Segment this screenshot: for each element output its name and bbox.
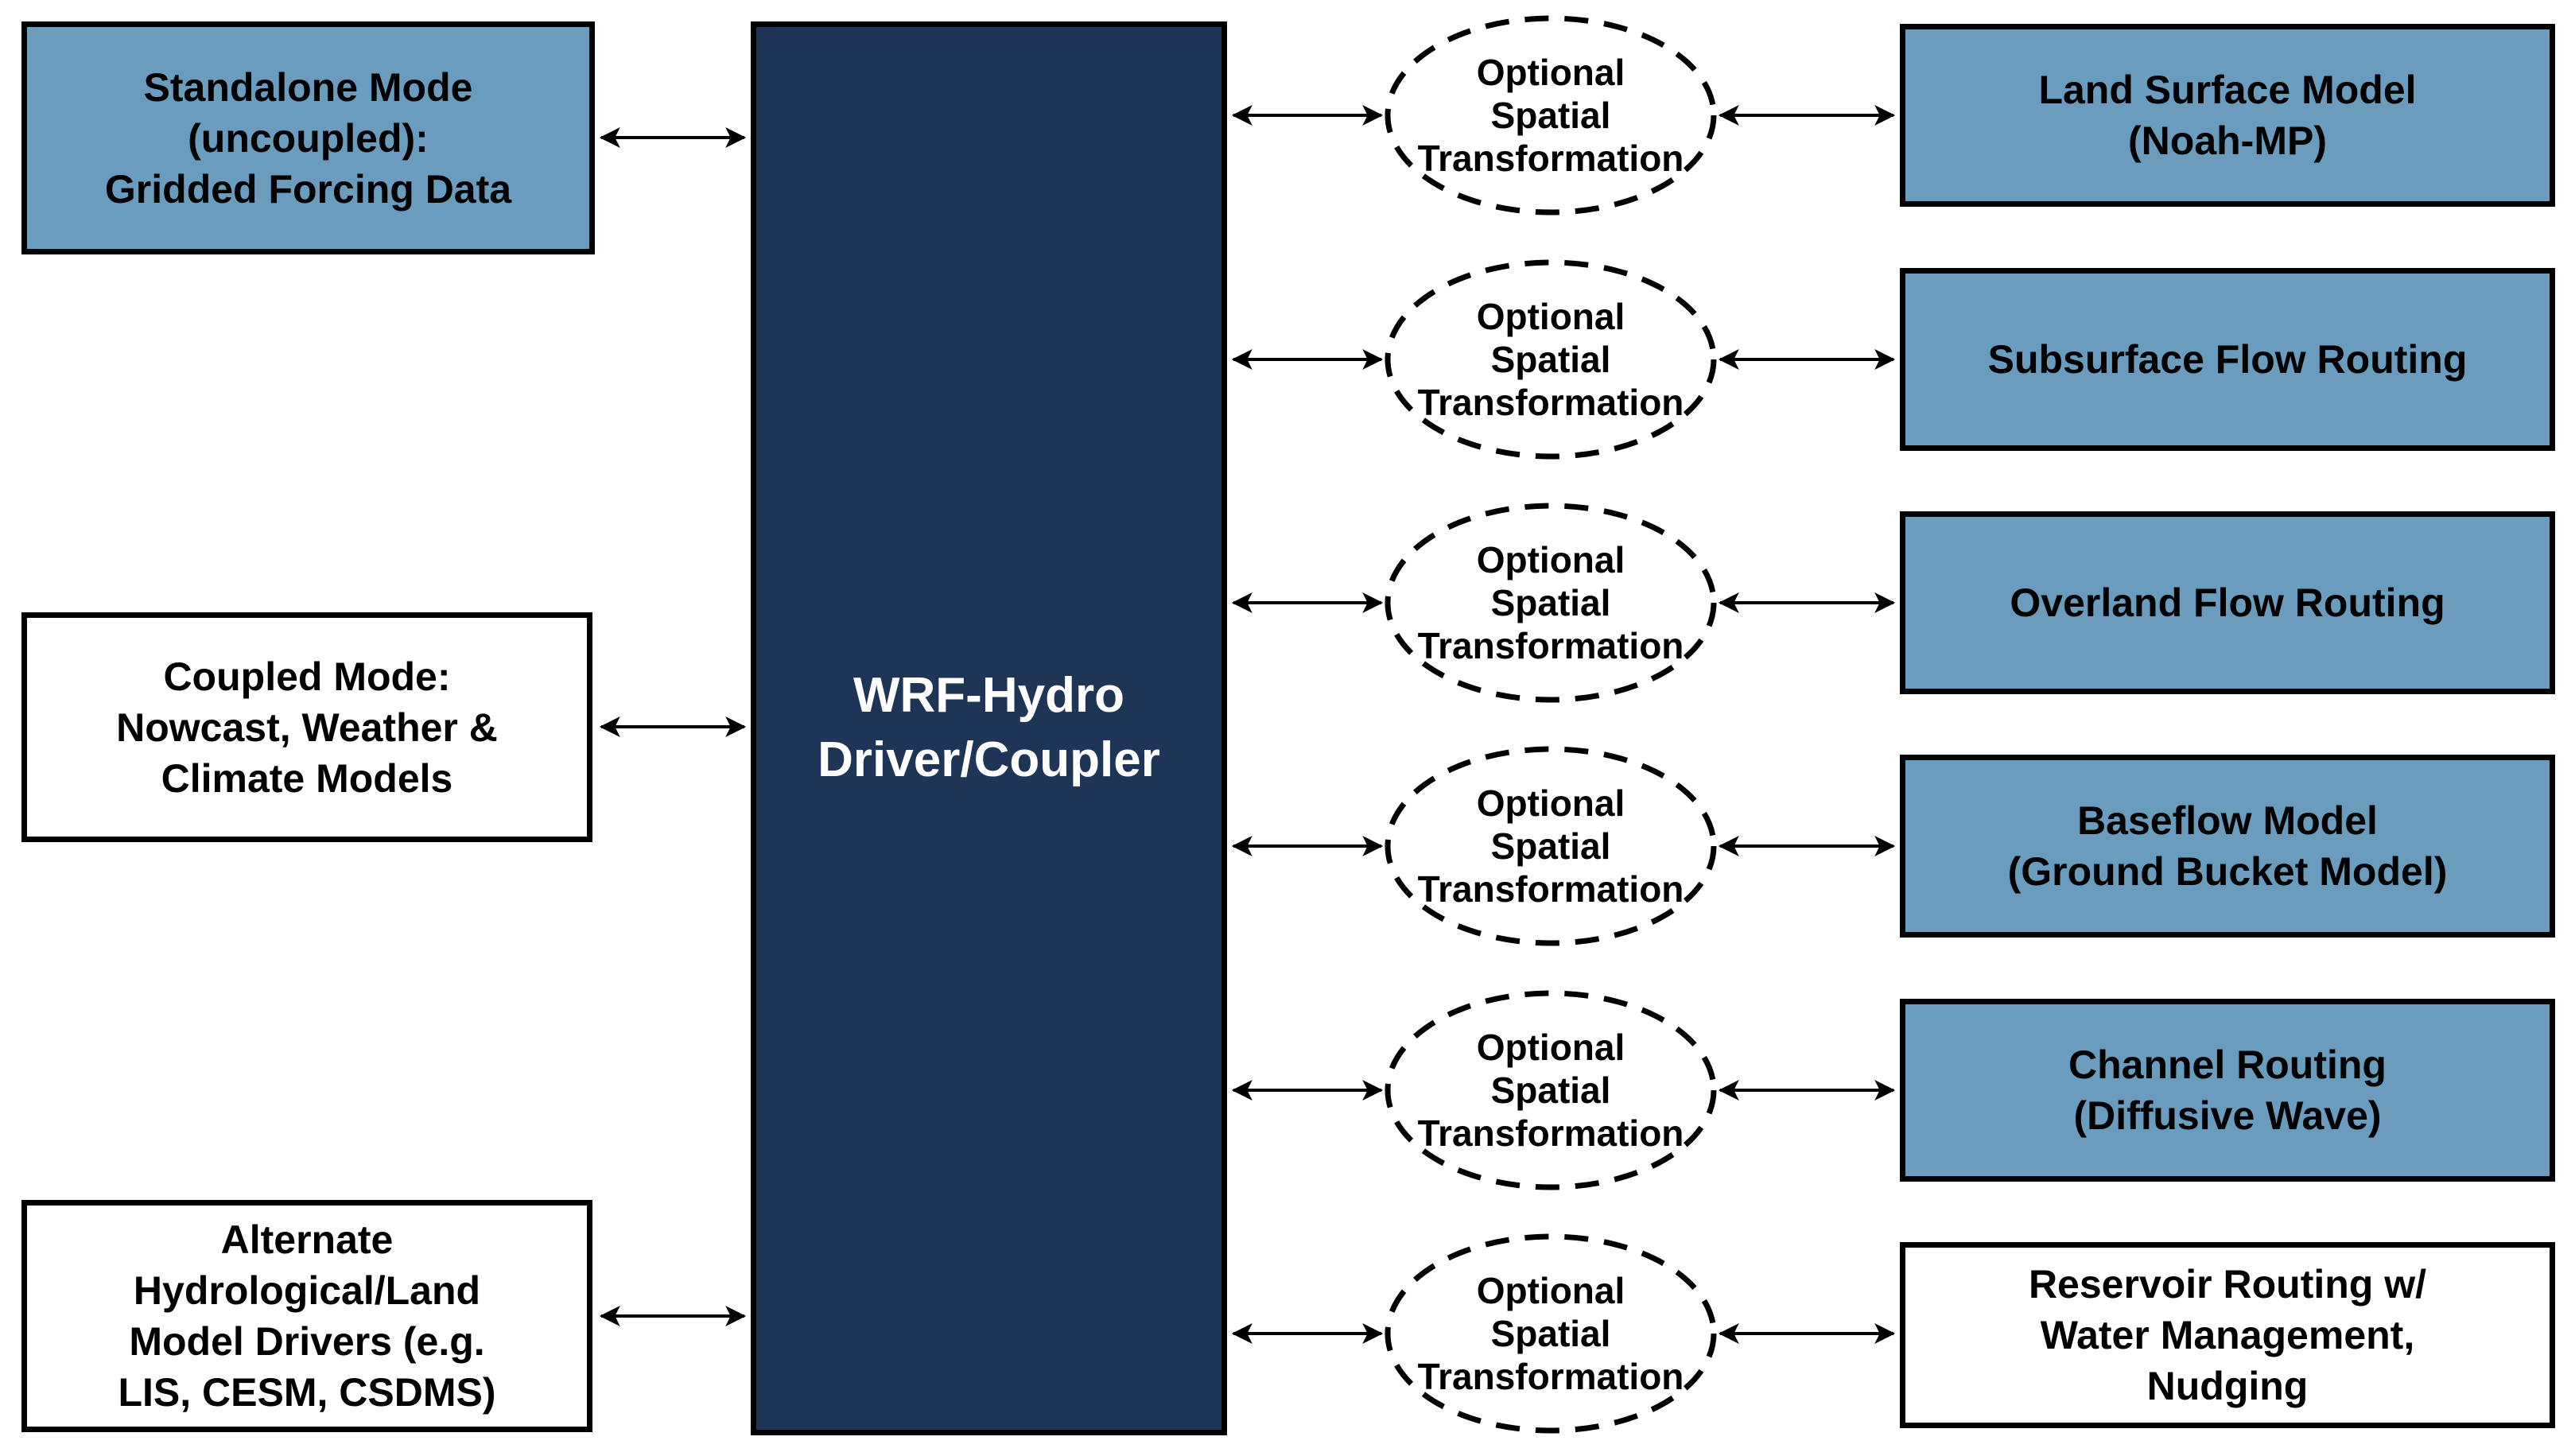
optional-spatial-transformation-ellipse: Optional Spatial Transformation	[1417, 1269, 1684, 1398]
optional-transform-ellipse-outline	[1385, 15, 1717, 215]
optional-spatial-transformation-ellipse: Optional Spatial Transformation	[1417, 295, 1684, 424]
channel-routing-box: Channel Routing (Diffusive Wave)	[1900, 999, 2555, 1182]
subsurface-flow-routing-box: Subsurface Flow Routing	[1900, 268, 2555, 451]
baseflow-model-box: Baseflow Model (Ground Bucket Model)	[1900, 755, 2555, 938]
optional-transform-ellipse-outline	[1385, 746, 1717, 946]
optional-spatial-transformation-ellipse: Optional Spatial Transformation	[1417, 1026, 1684, 1155]
land-surface-model-box: Land Surface Model (Noah-MP)	[1900, 24, 2555, 207]
standalone-mode-box: Standalone Mode (uncoupled): Gridded For…	[21, 21, 595, 254]
optional-spatial-transformation-ellipse: Optional Spatial Transformation	[1417, 51, 1684, 180]
reservoir-routing-box: Reservoir Routing w/ Water Management, N…	[1900, 1242, 2555, 1428]
optional-spatial-transformation-ellipse: Optional Spatial Transformation	[1417, 538, 1684, 667]
wrf-hydro-driver-coupler-box: WRF-Hydro Driver/Coupler	[751, 21, 1227, 1435]
optional-transform-ellipse-outline	[1385, 1233, 1717, 1434]
optional-transform-ellipse-outline	[1385, 990, 1717, 1190]
overland-flow-routing-box: Overland Flow Routing	[1900, 511, 2555, 694]
optional-spatial-transformation-ellipse: Optional Spatial Transformation	[1417, 782, 1684, 910]
optional-transform-ellipse-outline	[1385, 259, 1717, 460]
alternate-drivers-box: Alternate Hydrological/Land Model Driver…	[21, 1200, 592, 1432]
coupled-mode-box: Coupled Mode: Nowcast, Weather & Climate…	[21, 612, 592, 842]
optional-transform-ellipse-outline	[1385, 503, 1717, 703]
